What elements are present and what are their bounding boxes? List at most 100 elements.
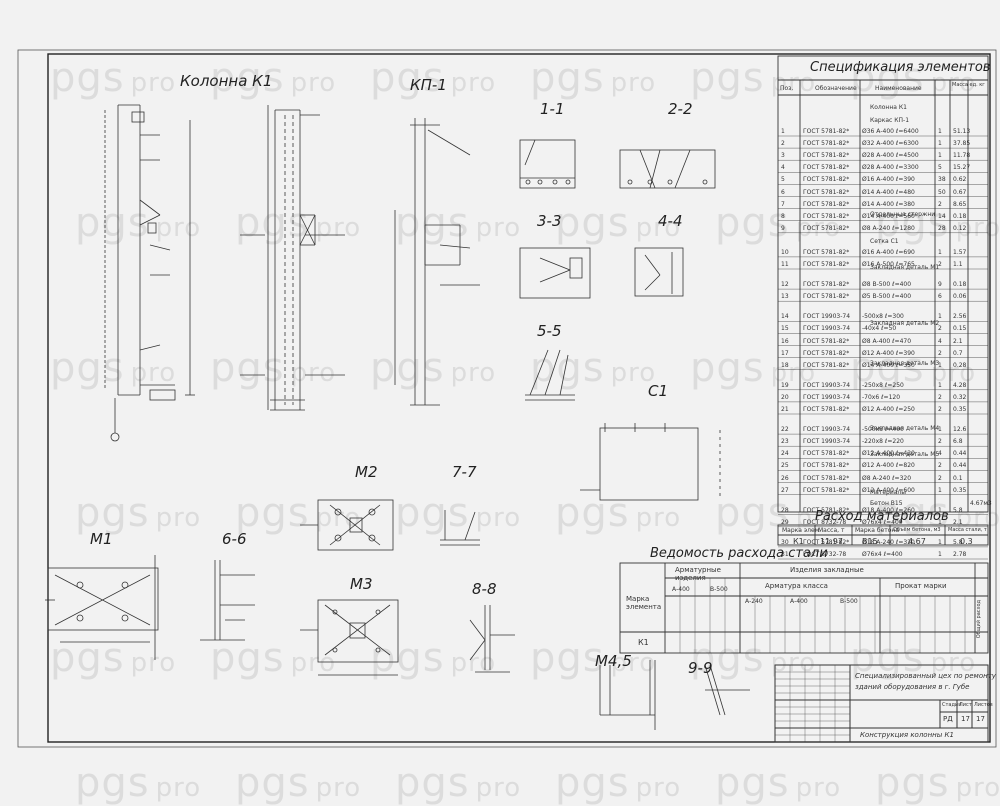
spec-cell-name: -500х8 ℓ=400 xyxy=(862,426,904,434)
tb-col-stage: Стадия xyxy=(942,702,962,708)
title-section-5-5: 5-5 xyxy=(537,322,562,340)
spec-cell-pos: 19 xyxy=(781,381,789,389)
spec-cell-pos: 17 xyxy=(781,349,789,357)
spec-cell-qty: 1 xyxy=(938,313,942,321)
spec-cell-doc: ГОСТ 5781-82* xyxy=(803,474,850,482)
spec-cell-pos: 11 xyxy=(781,261,789,268)
spec-cell-qty: 1 xyxy=(938,506,942,514)
spec-cell-name: Ø14 А-400 ℓ=350 xyxy=(862,361,915,369)
tb-stage: РД xyxy=(943,715,953,723)
section-1-1-drawing xyxy=(519,139,576,189)
spec-cell-mass: 0.67 xyxy=(953,188,967,196)
spec-cell-doc: ГОСТ 5781-82* xyxy=(803,486,850,494)
spec-cell-qty: 4 xyxy=(938,450,942,458)
steel-sub-1b: В-500 xyxy=(710,586,728,593)
spec-cell-pos: 5 xyxy=(781,176,785,184)
spec-cell-qty: 14 xyxy=(938,212,946,220)
spec-cell-pos: 10 xyxy=(781,248,789,256)
spec-cell-mass: 2.1 xyxy=(953,337,963,345)
spec-cell-qty: 2 xyxy=(938,438,942,446)
spec-cell-doc: ГОСТ 5781-82* xyxy=(803,261,850,268)
spec-cell-doc: ГОСТ 19903-74 xyxy=(803,313,851,321)
tb-sheets: 17 xyxy=(976,715,985,723)
spec-cell-name: Ø16 А-400 ℓ=390 xyxy=(862,176,915,184)
spec-cell-mass: 4.28 xyxy=(953,381,967,389)
spec-cell-name: Ø14 А-400 ℓ=480 xyxy=(862,188,915,196)
mesh-c1-drawing xyxy=(580,423,721,501)
spec-cell-doc: ГОСТ 5781-82* xyxy=(803,450,850,458)
spec-cell-doc: ГОСТ 5781-82* xyxy=(803,128,850,135)
spec-table-frame xyxy=(777,55,989,513)
spec-cell-name: Ø18 А-240 ℓ=320 xyxy=(862,538,915,546)
spec-cell-name: Ø28 А-400 ℓ=4500 xyxy=(862,152,919,160)
spec-total: 4.67м3 xyxy=(970,500,992,507)
spec-cell-qty: 1 xyxy=(938,486,942,494)
outer-frame xyxy=(17,49,997,748)
spec-cell-pos: 28 xyxy=(781,506,789,514)
spec-cell-name: Ø18 А-400 ℓ=260 xyxy=(862,506,915,514)
spec-cell-name: Ø16 А-500 ℓ=765 xyxy=(862,261,915,268)
spec-cell-mass: 0.7 xyxy=(953,349,963,357)
spec-cell-doc: ГОСТ 19903-74 xyxy=(803,325,851,333)
spec-cell-pos: 16 xyxy=(781,337,789,345)
spec-header-name: Наименование xyxy=(875,85,922,92)
spec-cell-mass: 0.44 xyxy=(953,450,967,458)
steel-row-mark: К1 xyxy=(638,638,649,647)
spec-cell-mass: 0.06 xyxy=(953,293,967,301)
spec-cell-qty: 1 xyxy=(938,426,942,434)
spec-cell-pos: 23 xyxy=(781,438,789,446)
spec-cell-name: Ø8 А-240 ℓ=320 xyxy=(862,474,912,482)
spec-group-concrete: Бетон В15 xyxy=(870,500,903,507)
spec-cell-mass: 0.62 xyxy=(953,176,967,184)
materials-concrete: В15 xyxy=(862,537,878,546)
spec-cell-mass: 0.32 xyxy=(953,393,967,401)
spec-cell-pos: 26 xyxy=(781,474,789,482)
spec-cell-pos: 18 xyxy=(781,361,789,369)
materials-mass: 11.97 xyxy=(820,537,843,546)
spec-cell-mass: 0.18 xyxy=(953,212,967,220)
spec-cell-pos: 22 xyxy=(781,426,789,434)
column-k1-drawing xyxy=(104,104,195,442)
spec-cell-name: Ø8 В-500 ℓ=400 xyxy=(862,281,912,289)
spec-header-doc: Обозначение xyxy=(815,85,857,92)
materials-h1: Марка элем. xyxy=(782,527,822,534)
tb-col-sheet: Лист xyxy=(959,702,972,708)
spec-cell-qty: 6 xyxy=(938,293,942,301)
title-section-2-2: 2-2 xyxy=(668,100,693,118)
spec-cell-qty: 2 xyxy=(938,325,942,333)
steel-mark-header: Марка элемента xyxy=(626,595,662,611)
m2-drawing xyxy=(300,499,394,551)
spec-cell-mass: 12.6 xyxy=(953,426,967,434)
spec-cell-pos: 15 xyxy=(781,325,789,333)
title-kp1: КП-1 xyxy=(410,76,447,94)
title-section-6-6: 6-6 xyxy=(222,530,247,548)
steel-sub-2a: Арматура класса xyxy=(765,582,828,590)
title-section-8-8: 8-8 xyxy=(472,580,497,598)
spec-header-pos: Поз. xyxy=(780,85,794,92)
spec-cell-name: Ø5 В-500 ℓ=400 xyxy=(862,293,912,301)
spec-cell-mass: 0.35 xyxy=(953,406,967,413)
spec-cell-name: -500х8 ℓ=300 xyxy=(862,313,904,321)
spec-cell-qty: 5 xyxy=(938,164,942,172)
spec-group-column: Колонна К1 xyxy=(870,104,907,111)
spec-cell-name: Ø12 А-400 ℓ=250 xyxy=(862,406,915,413)
spec-cell-mass: 2.78 xyxy=(953,551,967,558)
spec-cell-qty: 1 xyxy=(938,361,942,369)
spec-cell-mass: 2.1 xyxy=(953,518,963,526)
spec-cell-pos: 27 xyxy=(781,486,789,494)
spec-cell-doc: ГОСТ 19903-74 xyxy=(803,381,851,389)
